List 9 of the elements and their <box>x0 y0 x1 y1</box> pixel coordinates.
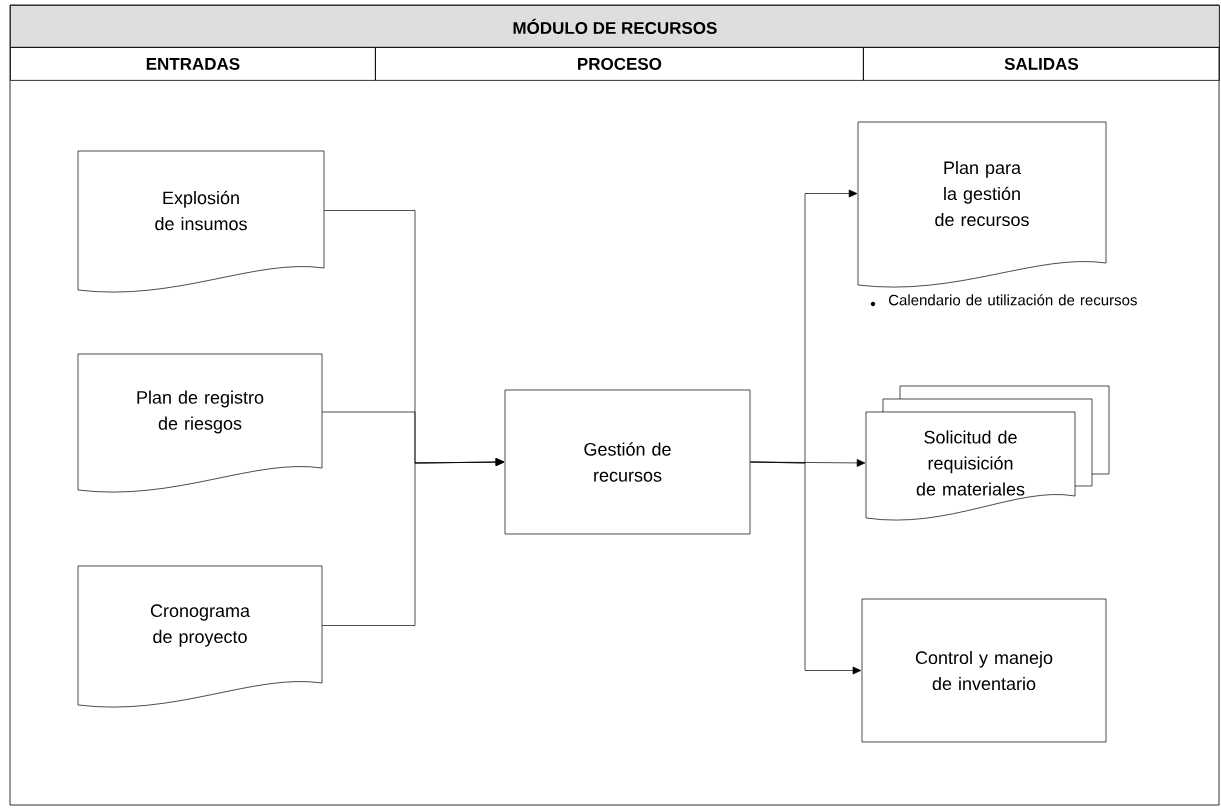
arrow <box>750 461 862 675</box>
column-header: ENTRADAS <box>10 47 376 81</box>
column-header: SALIDAS <box>863 47 1220 81</box>
note-text: Calendario de utilización de recursos <box>888 294 1137 306</box>
column-header: PROCESO <box>375 47 864 81</box>
arrow <box>321 458 505 626</box>
process-box: Control y manejo de inventario <box>861 598 1107 743</box>
process-box: Gestión de recursos <box>504 389 751 535</box>
title-cell: MÓDULO DE RECURSOS <box>10 5 1220 48</box>
